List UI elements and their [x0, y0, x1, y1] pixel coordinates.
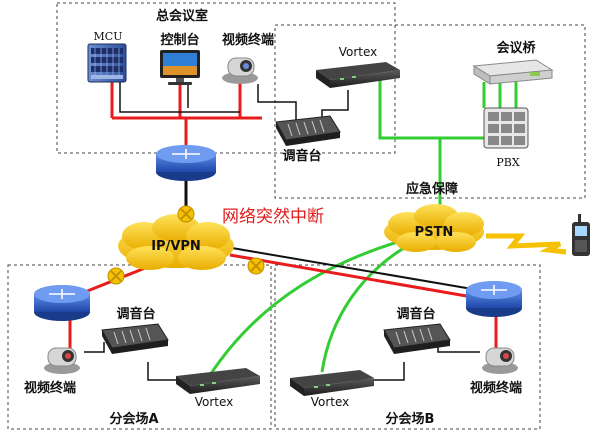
- ipvpn-to-router-b-black: [231, 247, 479, 291]
- pbx-label: PBX: [496, 156, 519, 169]
- hq-region: [56, 2, 396, 154]
- video-terminal-label: 视频终端: [222, 32, 274, 48]
- video-camera-icon: [482, 347, 518, 374]
- pbx-icon: [483, 107, 529, 149]
- failure-mark-icon: [247, 257, 265, 275]
- failure-mark-icon: [107, 267, 125, 285]
- bridge-label: 会议桥: [496, 40, 536, 56]
- emergency-region: [274, 24, 586, 199]
- site-b-vortex-label: Vortex: [311, 395, 350, 409]
- hq-room-label: 总会议室: [156, 8, 208, 24]
- router-icon: [34, 285, 90, 321]
- mixer-label: 调音台: [282, 148, 321, 164]
- vortex-device-icon: [176, 368, 260, 394]
- site-a-region: [7, 264, 272, 430]
- ipvpn-label: IP/VPN: [151, 239, 201, 254]
- conference-bridge-icon: [472, 59, 554, 85]
- site-b-mixer-label: 调音台: [396, 306, 435, 322]
- vortex-device-icon: [316, 62, 400, 88]
- mixer-icon: [383, 323, 451, 354]
- vortex-device-icon: [290, 370, 374, 396]
- outage-note: 网络突然中断: [222, 207, 324, 227]
- vortex-label: Vortex: [339, 45, 378, 59]
- emergency-label: 应急保障: [406, 181, 458, 197]
- ipvpn-cloud-icon: [118, 214, 234, 270]
- mcu-label: MCU: [94, 30, 123, 43]
- video-camera-icon: [222, 57, 258, 84]
- monitor-icon: [160, 50, 200, 85]
- site-a-mixer-to-vortex: [147, 362, 178, 381]
- pstn-cloud-icon: [384, 204, 484, 252]
- hq-ip-links: [110, 82, 262, 150]
- site-b-video-terminal-label: 视频终端: [470, 380, 522, 396]
- wireless-bolt: [486, 233, 567, 255]
- mixer-icon: [275, 115, 341, 146]
- site-b-label: 分会场B: [386, 411, 435, 427]
- hq-audio-links: [119, 82, 349, 120]
- failure-mark-icon: [177, 205, 195, 223]
- router-icon: [156, 145, 216, 181]
- ipvpn-to-router-b-red: [229, 253, 479, 300]
- site-a-vortex-label: Vortex: [195, 395, 234, 409]
- mobile-phone-icon: [572, 214, 590, 256]
- router-icon: [466, 281, 522, 317]
- video-camera-icon: [44, 347, 80, 374]
- site-a-label: 分会场A: [109, 411, 158, 427]
- site-a-camera-to-mixer: [84, 342, 105, 353]
- site-b-region: [274, 264, 541, 430]
- mcu-icon: [87, 43, 127, 83]
- site-a-video-terminal-label: 视频终端: [24, 380, 76, 396]
- pstn-label: PSTN: [415, 225, 454, 240]
- site-a-mixer-label: 调音台: [116, 306, 155, 322]
- console-label: 控制台: [160, 32, 199, 48]
- mixer-icon: [101, 323, 169, 354]
